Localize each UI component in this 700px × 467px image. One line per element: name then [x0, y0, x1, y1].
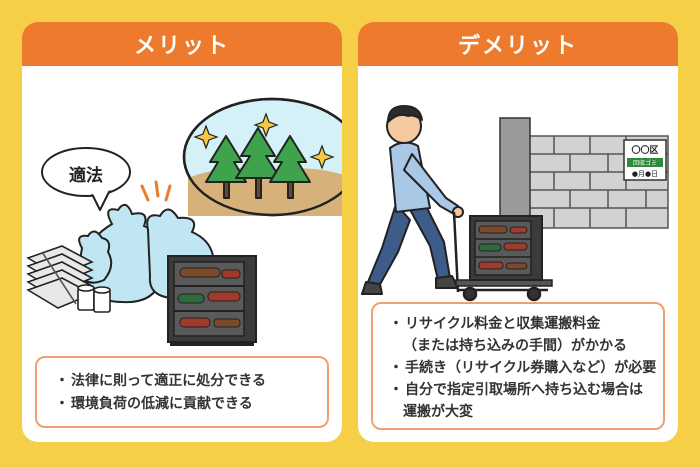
sign-date: ●月●日 — [631, 170, 659, 178]
wine-cellar-icon — [469, 215, 543, 281]
newspaper-stack-icon — [26, 245, 94, 309]
speech-bubble-icon — [41, 147, 131, 211]
paper-roll-icon — [77, 284, 111, 313]
merit-panel: メリット — [22, 22, 342, 442]
hand-truck-icon — [452, 211, 553, 302]
sign-board-icon — [623, 139, 667, 181]
list-item: ・法律に則って適正に処分できる — [55, 373, 267, 389]
list-item: ・環境負荷の低減に貢献できる — [55, 396, 253, 412]
person-icon — [361, 105, 464, 295]
merit-list-box: ・法律に則って適正に処分できる ・環境負荷の低減に貢献できる — [35, 356, 329, 428]
speech-bubble-text: 適法 — [69, 166, 103, 186]
merit-illustration — [26, 97, 342, 346]
demerit-title: デメリット — [358, 22, 678, 66]
list-item: ・自分で指定引取場所へ持ち込む場合は — [389, 382, 643, 398]
demerit-list-box: ・リサイクル料金と収集運搬料金 （または持ち込みの手間）がかかる ・手続き（リサ… — [371, 302, 665, 430]
list-item: ・リサイクル料金と収集運搬料金 — [389, 316, 601, 332]
demerit-panel: デメリット — [358, 22, 678, 442]
forest-bubble-icon — [182, 97, 342, 217]
list-item: 運搬が大変 — [403, 404, 473, 420]
list-item: ・手続き（リサイクル券購入など）が必要 — [389, 360, 657, 376]
merit-title: メリット — [22, 22, 342, 66]
demerit-illustration — [361, 105, 669, 302]
list-item: （または持ち込みの手間）がかかる — [403, 338, 627, 354]
sign-label: 回収ゴミ — [632, 160, 657, 167]
sign-title: 〇〇区 — [631, 146, 659, 156]
action-lines-icon — [140, 180, 172, 202]
wine-cellar-icon — [167, 255, 257, 346]
